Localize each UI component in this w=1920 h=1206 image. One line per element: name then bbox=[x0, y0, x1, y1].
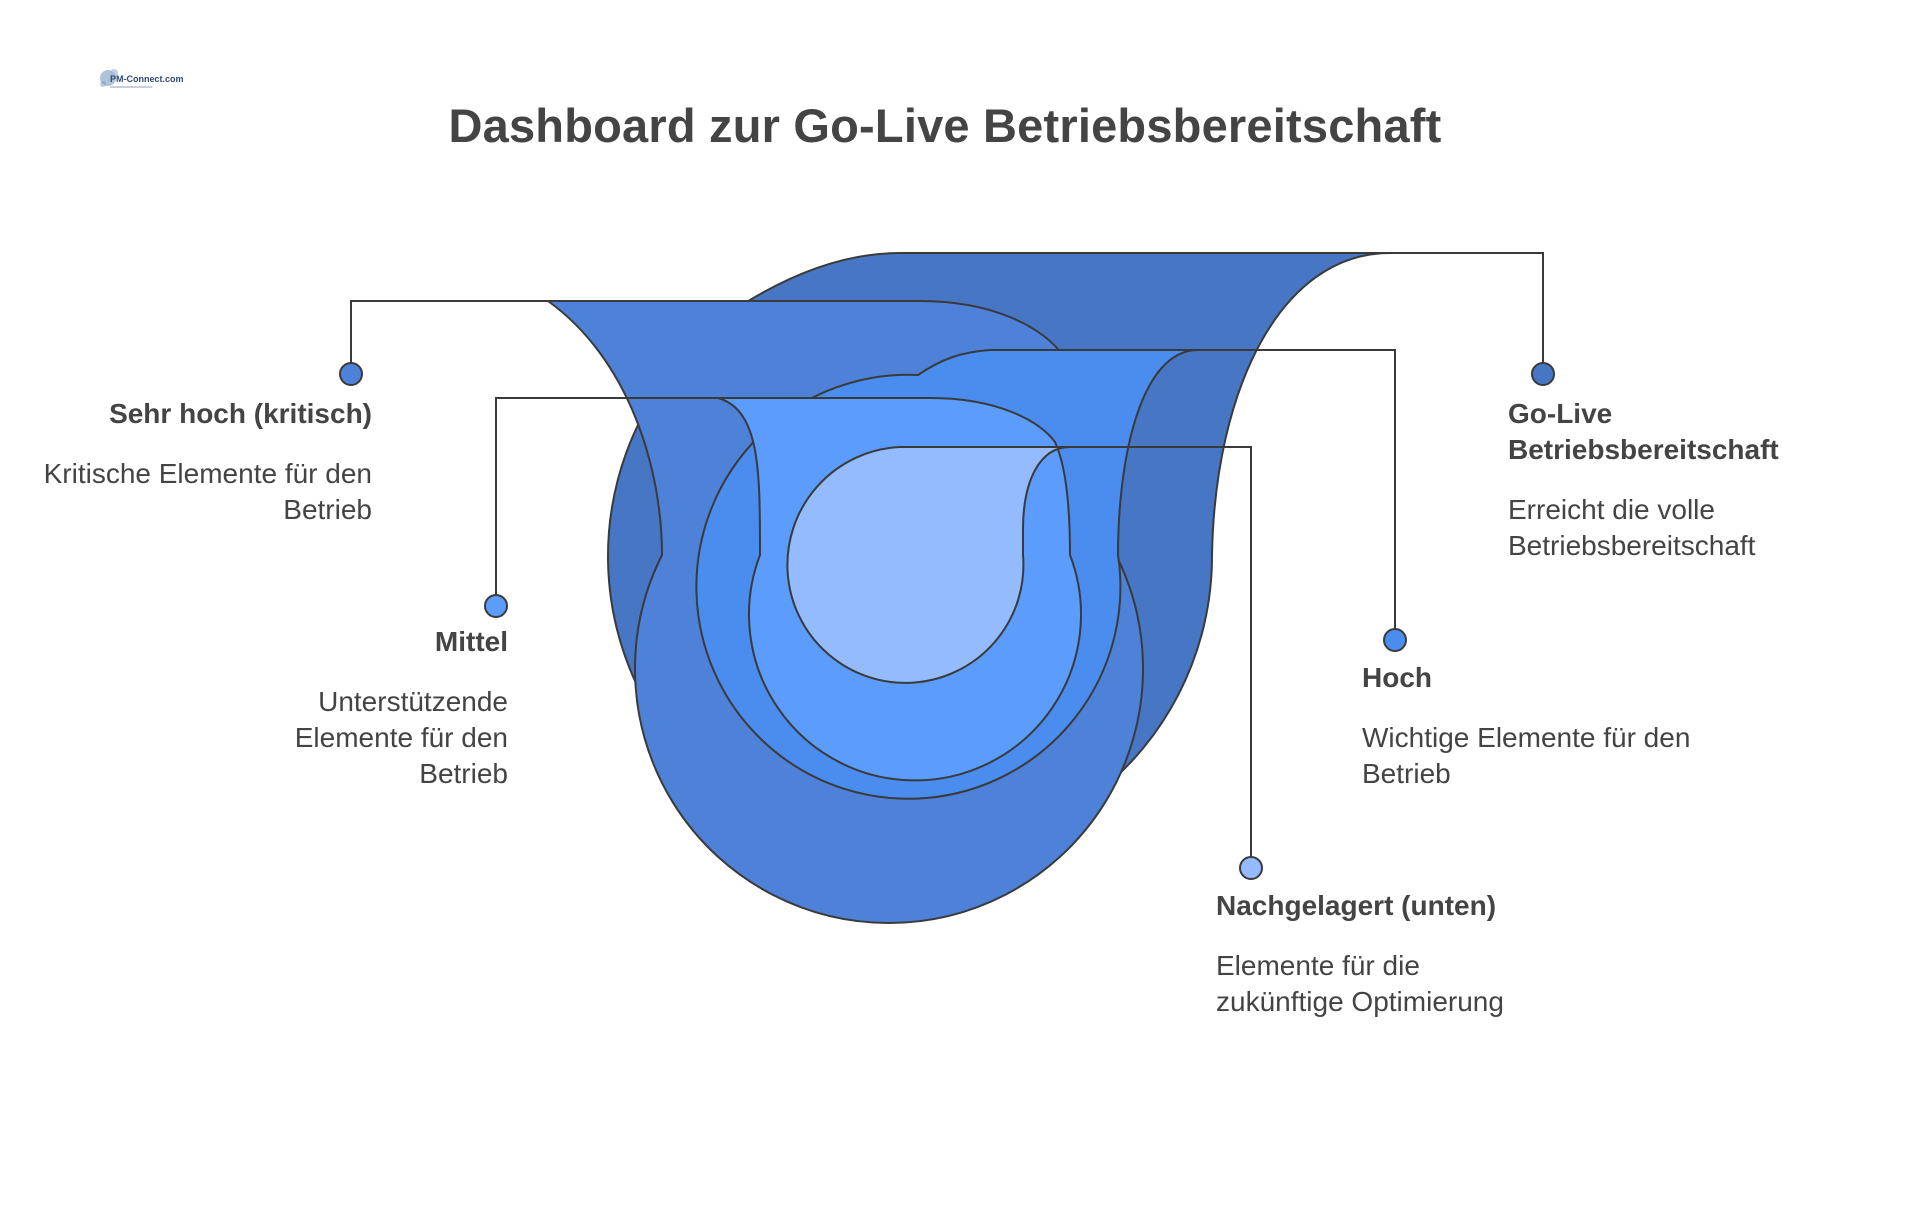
label-nachgelagert-description: Elemente für die zukünftige Optimierung bbox=[1216, 950, 1504, 1017]
label-golive: Go-Live Betriebsbereitschaft Erreicht di… bbox=[1508, 396, 1828, 564]
label-mittel-description: Unterstützende Elemente für den Betrieb bbox=[294, 686, 508, 789]
connector-golive bbox=[1390, 252, 1544, 374]
dot-golive bbox=[1531, 362, 1555, 386]
label-sehr-hoch-description: Kritische Elemente für den Betrieb bbox=[43, 458, 372, 525]
label-nachgelagert: Nachgelagert (unten) Elemente für die zu… bbox=[1216, 888, 1546, 1020]
page-title: Dashboard zur Go-Live Betriebsbereitscha… bbox=[448, 99, 1442, 152]
label-sehr-hoch-heading: Sehr hoch (kritisch) bbox=[109, 398, 372, 429]
label-mittel-heading: Mittel bbox=[434, 626, 508, 657]
dot-nachgelagert bbox=[1239, 856, 1263, 880]
dot-hoch bbox=[1383, 628, 1407, 652]
connector-nachgelagert bbox=[1070, 446, 1252, 868]
label-sehr-hoch: Sehr hoch (kritisch) Kritische Elemente … bbox=[40, 396, 372, 528]
label-hoch-heading: Hoch bbox=[1362, 662, 1432, 693]
logo-icon: PM-Connect.com bbox=[100, 69, 184, 88]
dot-sehr-hoch bbox=[339, 362, 363, 386]
connector-hoch bbox=[1198, 349, 1396, 640]
connector-sehr-hoch bbox=[350, 300, 548, 374]
label-golive-description: Erreicht die volle Betriebsbereitschaft bbox=[1508, 494, 1756, 561]
label-nachgelagert-heading: Nachgelagert (unten) bbox=[1216, 890, 1497, 921]
label-hoch-description: Wichtige Elemente für den Betrieb bbox=[1362, 722, 1691, 789]
shape-nachgelagert bbox=[786, 446, 1071, 684]
logo-text: PM-Connect.com bbox=[110, 74, 184, 84]
label-golive-heading: Go-Live Betriebsbereitschaft bbox=[1508, 398, 1779, 465]
connector-mittel bbox=[495, 397, 718, 606]
label-mittel: Mittel Unterstützende Elemente für den B… bbox=[240, 624, 508, 792]
label-hoch: Hoch Wichtige Elemente für den Betrieb bbox=[1362, 660, 1702, 792]
dot-mittel bbox=[484, 594, 508, 618]
